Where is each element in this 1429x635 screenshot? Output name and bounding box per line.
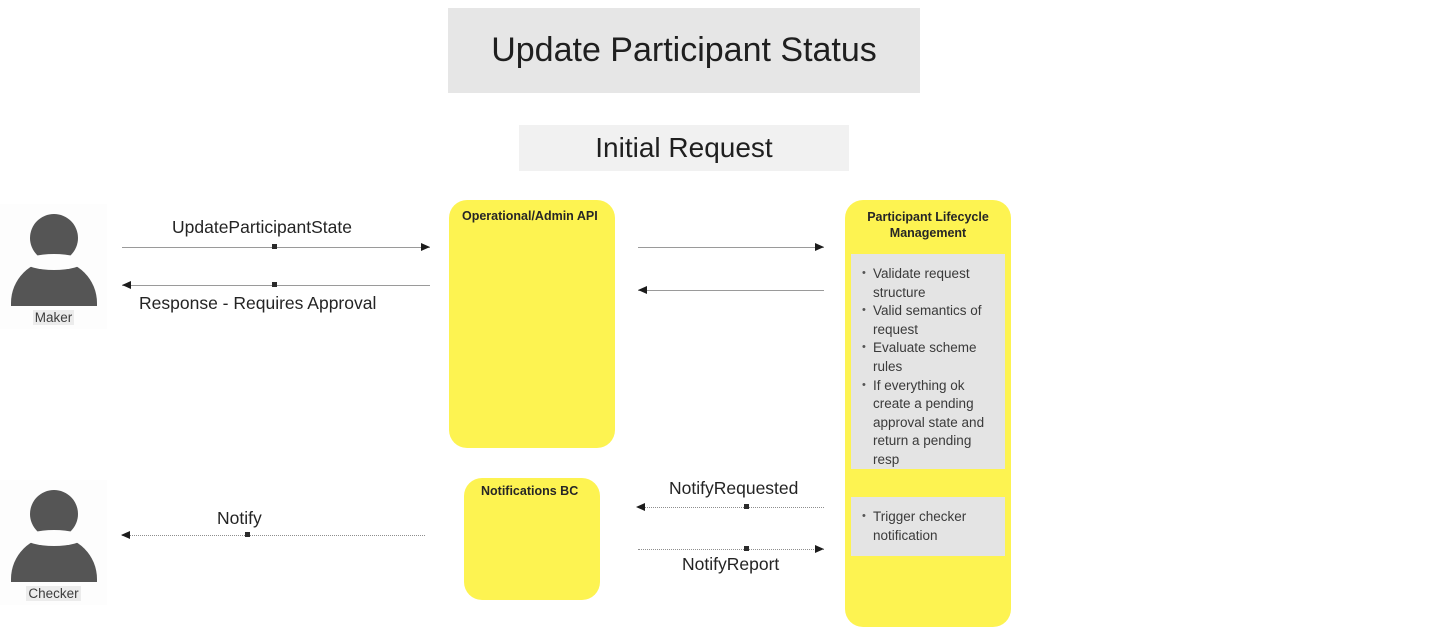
- list-item: Trigger checker notification: [862, 507, 997, 545]
- box-operational-admin-api[interactable]: Operational/Admin API: [449, 200, 615, 448]
- list-item: If everything ok create a pending approv…: [862, 376, 997, 470]
- lifecycle-validation-panel: Validate request structure Valid semanti…: [851, 254, 1005, 469]
- diagram-subtitle: Initial Request: [519, 125, 849, 171]
- edge-lifecycle-to-notifications-label: NotifyRequested: [669, 478, 799, 498]
- edge-lifecycle-to-api-arrowhead: [638, 286, 647, 294]
- person-icon-neck: [24, 530, 83, 546]
- diagram-title: Update Participant Status: [448, 8, 920, 93]
- edge-maker-to-api-label: UpdateParticipantState: [172, 217, 352, 237]
- list-item: Validate request structure: [862, 264, 997, 302]
- box-participant-lifecycle-management-title: Participant Lifecycle Management: [867, 210, 989, 240]
- edge-notifications-to-lifecycle-label: NotifyReport: [682, 554, 780, 574]
- person-icon: [0, 486, 107, 582]
- edge-api-to-lifecycle-arrowhead: [815, 243, 824, 251]
- edge-api-to-lifecycle: [638, 247, 824, 248]
- edge-notifications-to-checker: [122, 535, 425, 536]
- actor-maker[interactable]: Maker: [0, 204, 107, 329]
- edge-lifecycle-to-api: [638, 290, 824, 291]
- edge-notifications-to-checker-arrowhead: [121, 531, 130, 539]
- edge-maker-to-api-arrowhead: [421, 243, 430, 251]
- list-item: Evaluate scheme rules: [862, 338, 997, 376]
- edge-lifecycle-to-notifications: [638, 507, 824, 508]
- edge-lifecycle-to-notifications-waypoint[interactable]: [744, 504, 749, 509]
- box-operational-admin-api-title: Operational/Admin API: [462, 209, 598, 223]
- edge-api-to-maker-arrowhead: [122, 281, 131, 289]
- edge-maker-to-api-waypoint[interactable]: [272, 244, 277, 249]
- edge-notifications-to-lifecycle: [638, 549, 824, 550]
- edge-api-to-maker-waypoint[interactable]: [272, 282, 277, 287]
- edge-lifecycle-to-notifications-arrowhead: [636, 503, 645, 511]
- person-icon: [0, 210, 107, 306]
- edge-api-to-maker-label: Response - Requires Approval: [139, 293, 377, 313]
- edge-notifications-to-checker-waypoint[interactable]: [245, 532, 250, 537]
- edge-notifications-to-lifecycle-waypoint[interactable]: [744, 546, 749, 551]
- lifecycle-notification-panel: Trigger checker notification: [851, 497, 1005, 556]
- person-icon-neck: [24, 254, 83, 270]
- box-notifications-bc[interactable]: Notifications BC: [464, 478, 600, 600]
- edge-notifications-to-lifecycle-arrowhead: [815, 545, 824, 553]
- list-item: Valid semantics of request: [862, 301, 997, 339]
- edge-notifications-to-checker-label: Notify: [217, 508, 262, 528]
- box-notifications-bc-title: Notifications BC: [481, 484, 579, 498]
- actor-checker-label: Checker: [26, 586, 81, 601]
- actor-maker-label: Maker: [32, 310, 75, 325]
- actor-checker[interactable]: Checker: [0, 480, 107, 605]
